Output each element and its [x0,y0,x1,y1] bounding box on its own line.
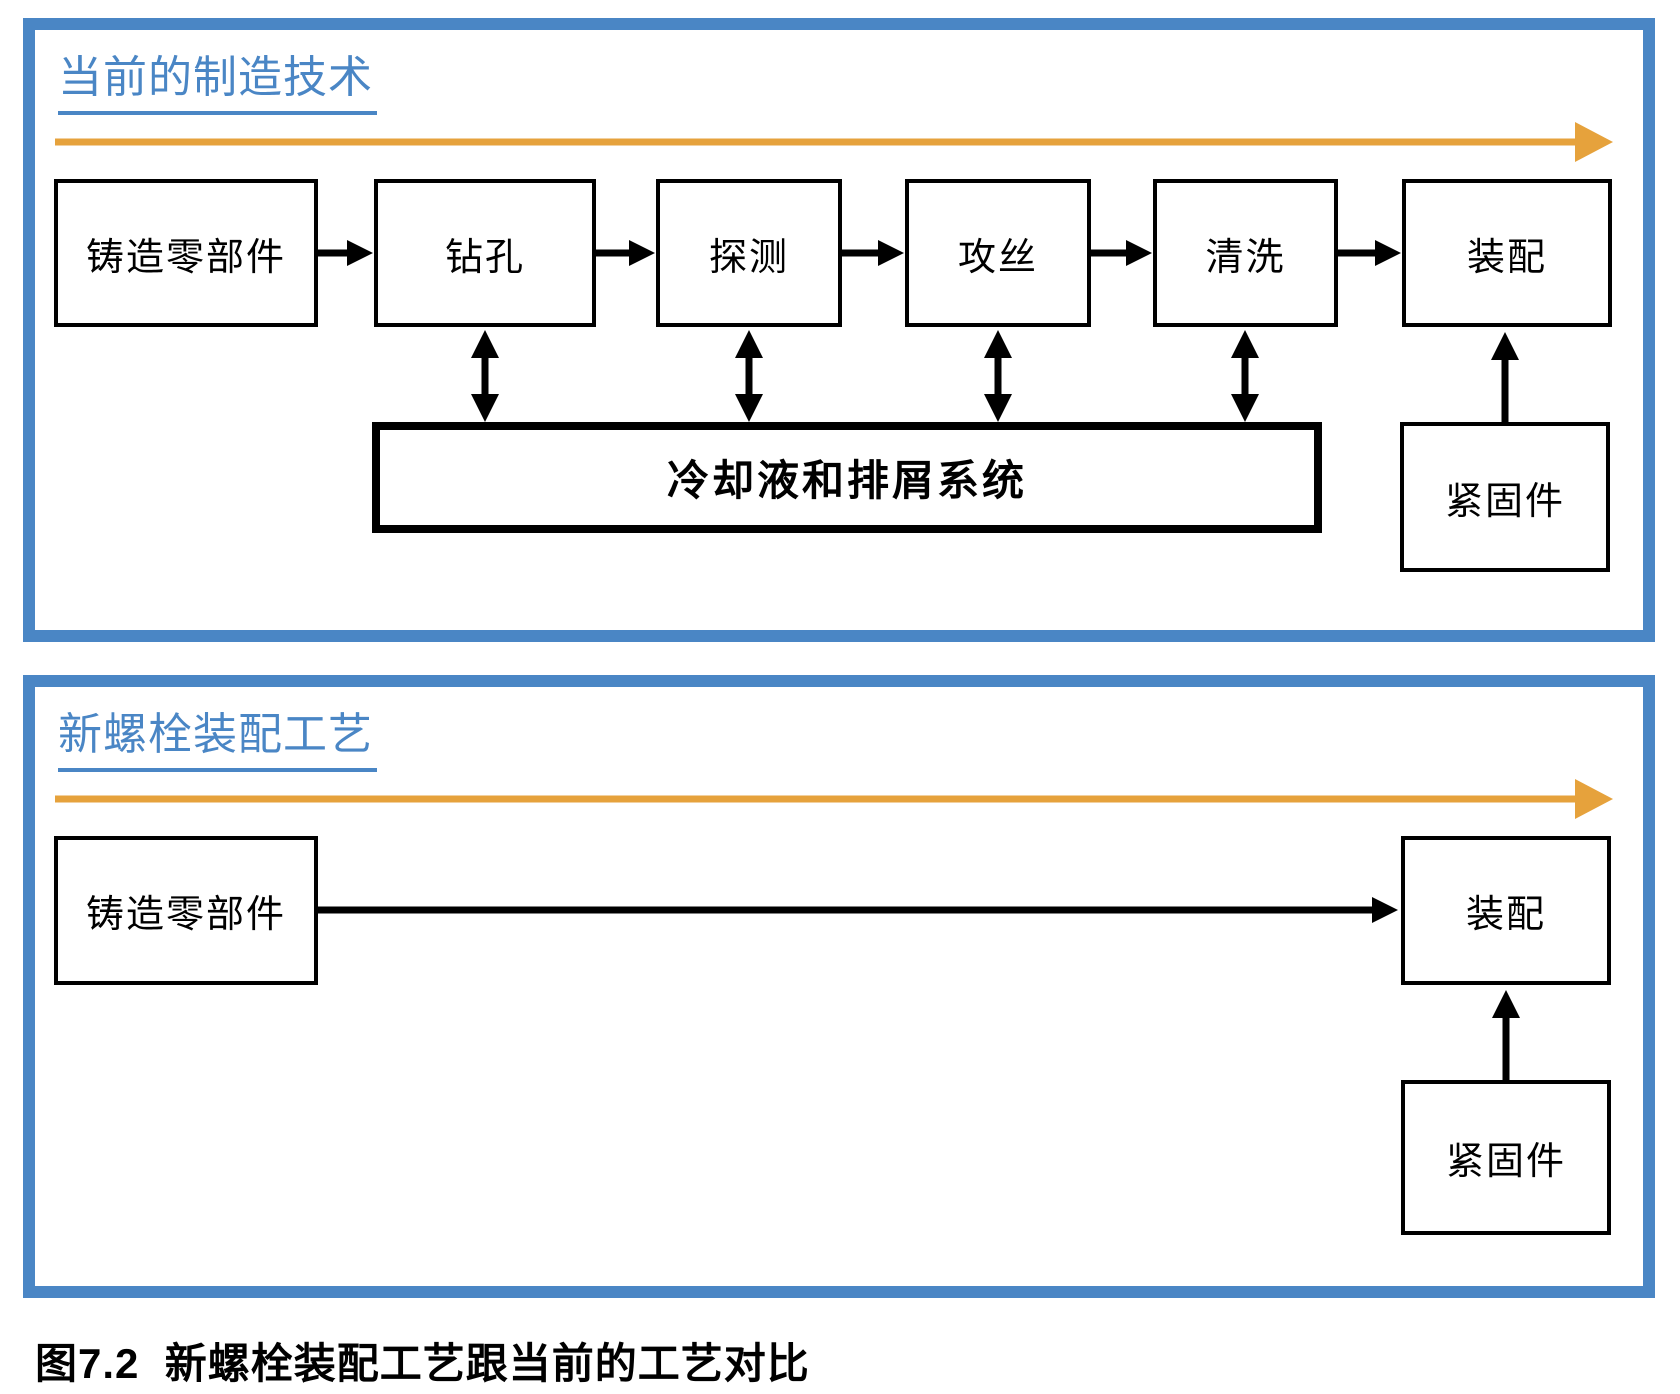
process-box-drilling: 钻孔 [374,179,596,327]
process-box-cast-parts: 铸造零部件 [54,836,318,985]
process-box-cast-parts: 铸造零部件 [54,179,318,327]
panel-new-title: 新螺栓装配工艺 [58,709,377,772]
arrow-drill-to-probe [596,240,655,266]
process-box-assembly: 装配 [1401,836,1611,985]
process-box-tapping: 攻丝 [905,179,1091,327]
process-direction-arrow [55,779,1613,819]
panel-current-title: 当前的制造技术 [58,52,377,115]
exchange-arrow-wash-coolant [1231,330,1259,422]
arrow-tap-to-wash [1091,240,1152,266]
figure-caption: 图7.2 新螺栓装配工艺跟当前的工艺对比 [35,1340,810,1387]
process-box-assembly: 装配 [1402,179,1612,327]
flow-arrows-current [55,122,1613,422]
coolant-chip-system-box: 冷却液和排屑系统 [372,422,1322,533]
fastener-box: 紧固件 [1401,1080,1611,1235]
exchange-arrow-probe-coolant [735,330,763,422]
arrow-cast-to-drill [318,240,373,266]
process-direction-arrow [55,122,1613,162]
fastener-feed-arrow [1492,990,1520,1080]
process-box-probing: 探测 [656,179,842,327]
panel-current-technology: 当前的制造技术 [23,18,1655,642]
arrow-cast-to-assemble [318,897,1398,923]
fastener-box: 紧固件 [1400,422,1610,572]
arrow-probe-to-tap [842,240,904,266]
process-box-washing: 清洗 [1153,179,1338,327]
exchange-arrow-drill-coolant [471,330,499,422]
fastener-feed-arrow [1491,332,1519,422]
exchange-arrow-tap-coolant [984,330,1012,422]
flow-arrows-new [55,779,1613,1080]
panel-new-bolt-process: 新螺栓装配工艺 铸造零部件 装配 紧固件 [23,675,1655,1298]
arrow-wash-to-assemble [1338,240,1401,266]
